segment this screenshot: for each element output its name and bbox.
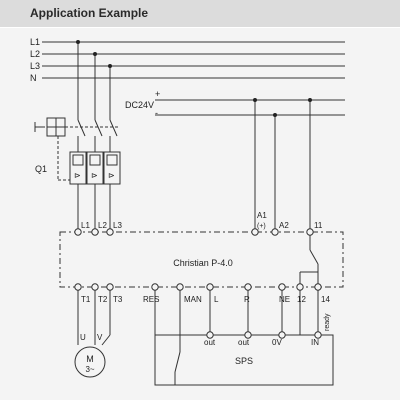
phase-label-l1: L1 [30, 37, 40, 47]
bottom-terminal-label-man: MAN [184, 295, 202, 304]
plc-out1-label: out [204, 338, 216, 347]
bottom-terminal-label-12: 12 [297, 295, 306, 304]
bottom-terminal-label-14: 14 [321, 295, 330, 304]
terminal-t2 [91, 283, 99, 291]
breaker-label: Q1 [35, 164, 47, 174]
ready-label: ready [324, 313, 331, 331]
motor-symbol [74, 346, 106, 378]
top-terminal-label-l2: L2 [98, 221, 107, 230]
motor-u-label: U [80, 333, 86, 342]
application-diagram: L1 L2 L3 N + DC24V - Q1 ⊳ ⊳ ⊳ L1 L2 L3 A… [30, 37, 345, 386]
top-terminal-label-l3: L3 [113, 221, 122, 230]
terminal-a1 [251, 228, 259, 236]
terminal-label-11: 11 [314, 221, 323, 230]
terminal-label-a1: A1 [257, 211, 267, 220]
breaker-contact-1: ⊳ [74, 171, 81, 180]
motor-phase-label: 3~ [85, 365, 94, 374]
terminal-l3 [106, 228, 114, 236]
terminal-l [206, 283, 214, 291]
device-box [59, 231, 344, 288]
plc-terminal-in [314, 331, 322, 339]
terminal-l1 [74, 228, 82, 236]
plc-out2-label: out [238, 338, 250, 347]
phase-label-l2: L2 [30, 49, 40, 59]
plc-0v-label: 0V [272, 338, 282, 347]
terminal-res [151, 283, 159, 291]
terminal-12 [296, 283, 304, 291]
page-title: Application Example [30, 6, 149, 20]
plc-terminal-out2 [244, 331, 252, 339]
terminal-14 [314, 283, 322, 291]
terminal-l2 [91, 228, 99, 236]
plc-terminal-0v [278, 331, 286, 339]
device-name: Christian P-4.0 [173, 258, 233, 268]
header-bar: Application Example [0, 0, 400, 27]
bottom-terminal-label-r: R [244, 295, 250, 304]
terminal-ne [278, 283, 286, 291]
bottom-terminal-label-ne: NE [279, 295, 290, 304]
plc-terminal-out1 [206, 331, 214, 339]
terminal-r [244, 283, 252, 291]
motor-label: M [86, 354, 94, 364]
diagram-canvas: L1 L2 L3 N + DC24V - Q1 ⊳ ⊳ ⊳ L1 L2 L3 A… [0, 28, 400, 400]
phase-label-n: N [30, 73, 37, 83]
bottom-terminal-label-t2: T2 [98, 295, 108, 304]
terminal-t3 [106, 283, 114, 291]
bottom-terminal-label-res: RES [143, 295, 159, 304]
breaker-pole-3 [103, 151, 121, 185]
bottom-terminal-label-t1: T1 [81, 295, 91, 304]
bottom-terminal-label-t3: T3 [113, 295, 123, 304]
breaker-contact-2: ⊳ [91, 171, 98, 180]
bottom-terminal-label-l: L [214, 295, 219, 304]
top-terminal-label-l1: L1 [81, 221, 90, 230]
plc-box [154, 334, 334, 386]
terminal-man [176, 283, 184, 291]
terminal-label-a1-plus: (+) [257, 223, 266, 230]
motor-v-label: V [97, 333, 103, 342]
plc-in-label: IN [311, 338, 319, 347]
dc-plus-label: + [155, 89, 160, 99]
dc-minus-label: - [155, 108, 158, 118]
terminal-t1 [74, 283, 82, 291]
breaker-contact-3: ⊳ [108, 171, 115, 180]
terminal-a2 [271, 228, 279, 236]
dc-supply-label: DC24V [125, 100, 154, 110]
terminal-label-a2: A2 [279, 221, 289, 230]
phase-label-l3: L3 [30, 61, 40, 71]
terminal-11 [306, 228, 314, 236]
plc-name: SPS [235, 356, 253, 366]
